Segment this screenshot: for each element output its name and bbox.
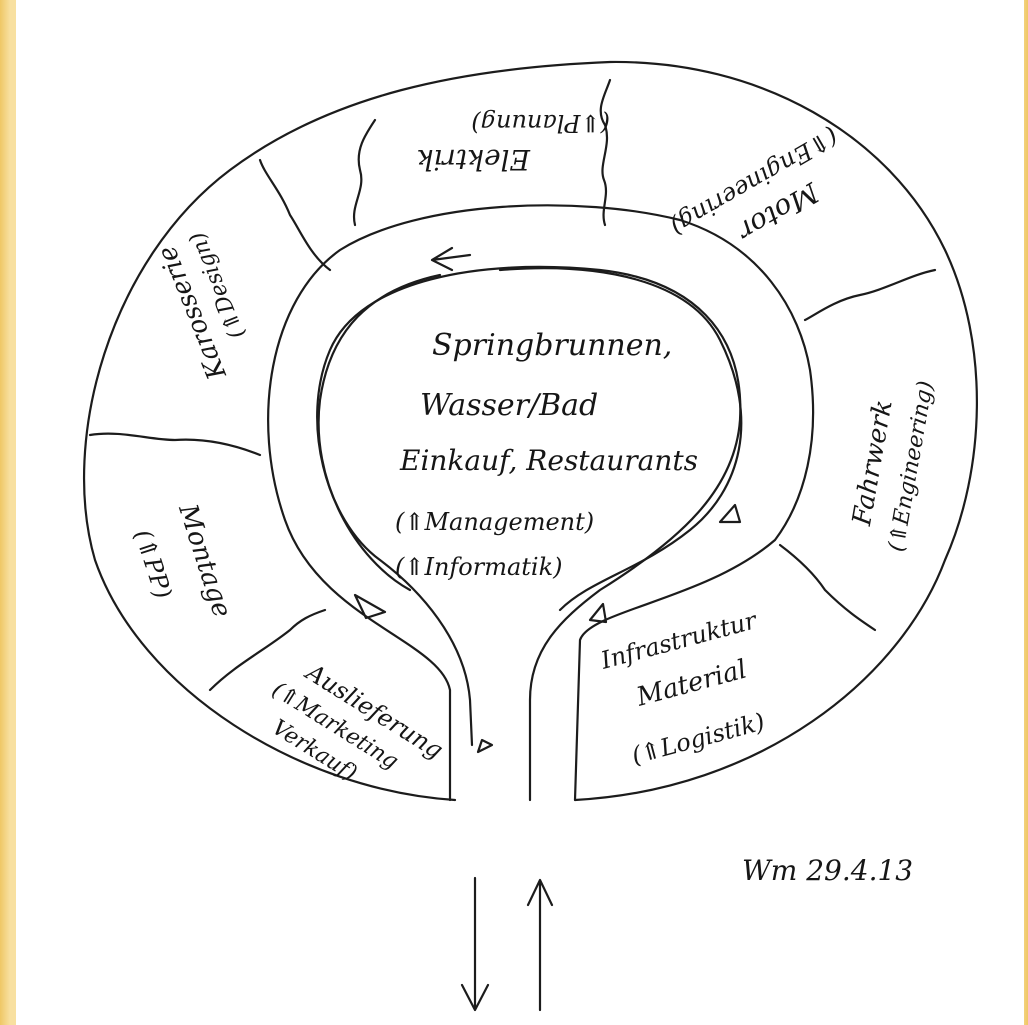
exit-arrow <box>460 876 490 1012</box>
arrow-right-up <box>588 602 608 624</box>
divider-1 <box>352 118 377 227</box>
inner-ring <box>267 204 815 802</box>
divider-3 <box>258 158 332 272</box>
divider-6 <box>778 543 877 632</box>
svg-text:(⇓Planung): (⇓Planung) <box>471 109 610 137</box>
svg-text:(⇑PP): (⇑PP) <box>129 526 178 602</box>
section-infrastruktur: Infrastruktur Material (⇑Logistik) <box>597 606 768 770</box>
paper-sheet <box>16 0 1024 1025</box>
arrow-top-left <box>430 246 472 272</box>
roadway-loop <box>317 267 743 612</box>
entry-arrow <box>526 878 554 1012</box>
arrow-left-down <box>353 593 387 620</box>
divider-4 <box>803 268 937 322</box>
section-montage: Montage (⇑PP) <box>129 500 237 621</box>
center-line-5: (⇑Informatik) <box>395 553 563 581</box>
svg-text:Material: Material <box>633 655 750 713</box>
divider-5 <box>88 432 262 457</box>
section-elektrik: Elektrik (⇓Planung) <box>417 109 611 176</box>
center-line-1: Springbrunnen, <box>432 328 672 363</box>
arrow-right-upright <box>718 503 742 524</box>
signature: Wm 29.4.13 <box>742 854 913 887</box>
section-auslieferung: Auslieferung (⇑Marketing Verkauf) <box>267 657 448 786</box>
center-line-4: (⇑Management) <box>395 508 594 536</box>
section-motor: Motor (⇑Engineering) <box>666 122 843 249</box>
section-fahrwerk: Fahrwerk (⇑Engineering) <box>847 379 939 554</box>
center-line-3: Einkauf, Restaurants <box>399 444 698 477</box>
arrow-center-down <box>476 738 494 754</box>
svg-text:Elektrik: Elektrik <box>417 143 532 176</box>
divider-7 <box>208 608 327 692</box>
section-karosserie: Karosserie (⇑Design) <box>152 228 250 384</box>
svg-text:(⇑Logistik): (⇑Logistik) <box>629 708 768 770</box>
central-island <box>316 265 742 802</box>
outer-ring <box>83 60 978 802</box>
svg-text:Montage: Montage <box>172 500 237 621</box>
center-line-2: Wasser/Bad <box>420 388 598 423</box>
divider-2 <box>599 78 612 227</box>
